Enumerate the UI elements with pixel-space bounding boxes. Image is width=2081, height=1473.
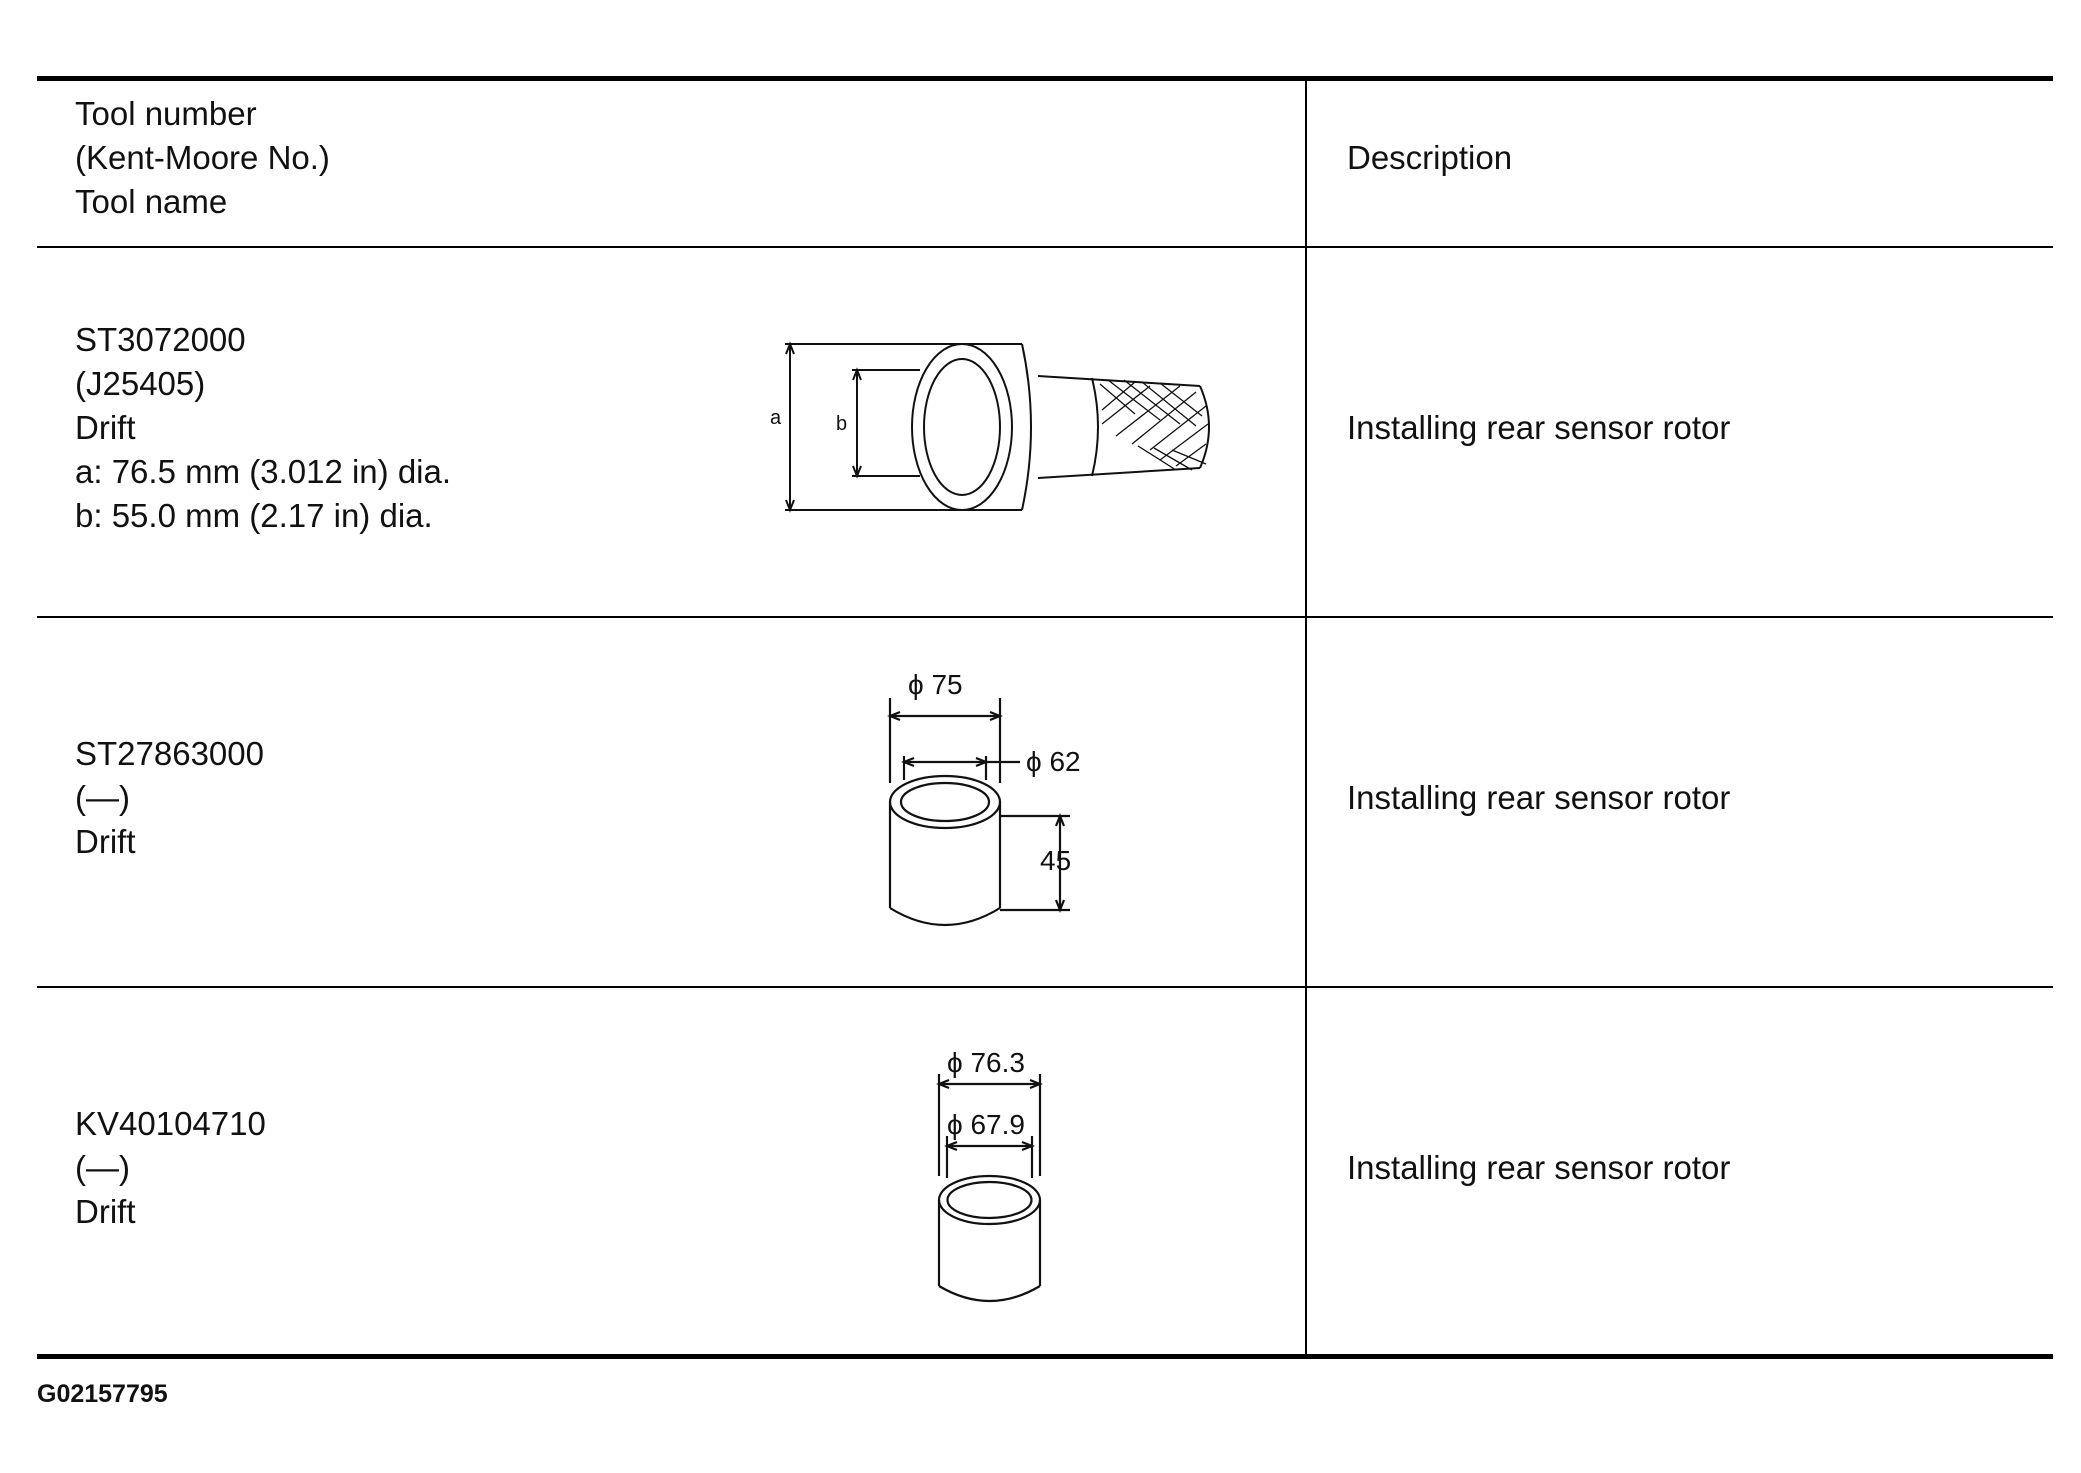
row-2-tool-name: Drift [75,823,136,860]
row-2-outer-diameter: ϕ 75 [908,669,963,700]
table-top-rule [37,76,2053,81]
figure-code: G02157795 [37,1380,168,1408]
header-description: Description [1347,139,1513,176]
row-2-tool-number: ST27863000 [75,735,264,772]
row-1-tool-name: Drift [75,409,136,446]
row-2-description: Installing rear sensor rotor [1347,779,1731,816]
row-3-tool-number: KV40104710 [75,1105,266,1142]
row-2-height: 45 [1040,845,1071,876]
header-tool-name: Tool name [75,183,228,220]
row-3-outer-diameter: ϕ 76.3 [947,1047,1025,1078]
header-tool-number: Tool number [75,95,257,132]
row-2-bottom-rule [37,986,2053,988]
row-3-drift-illustration: ϕ 76.3 ϕ 67.9 [936,1047,1043,1302]
column-divider [1305,78,1307,1356]
row-3-inner-diameter: ϕ 67.9 [947,1109,1025,1140]
row-1-kent-moore: (J25405) [75,365,206,402]
row-1-description: Installing rear sensor rotor [1347,409,1731,446]
row-1-bottom-rule [37,616,2053,618]
row-3-kent-moore: (—) [75,1149,130,1186]
row-2-inner-diameter: ϕ 62 [1026,746,1081,777]
row-3-tool-info: KV40104710 (—) Drift [75,1102,266,1234]
row-1-dimension-a: a: 76.5 mm (3.012 in) dia. [75,453,452,490]
header-bottom-rule [37,246,2053,248]
row-2-tool-info: ST27863000 (—) Drift [75,732,264,864]
row-3-tool-name: Drift [75,1193,136,1230]
row-1-dimension-b: b: 55.0 mm (2.17 in) dia. [75,497,433,534]
row-2-drift-illustration: ϕ 75 ϕ 62 45 [887,669,1081,927]
row-3-description: Installing rear sensor rotor [1347,1149,1731,1186]
row-1-label-a: a [770,407,782,429]
table-bottom-rule [37,1354,2053,1359]
row-1-label-b: b [836,413,847,435]
row-2-kent-moore: (—) [75,779,130,816]
row-1-tool-number: ST3072000 [75,321,246,358]
row-1-drift-illustration: a b [770,341,1210,513]
header-tool-column: Tool number (Kent-Moore No.) Tool name [75,92,330,224]
row-1-tool-info: ST3072000 (J25405) Drift a: 76.5 mm (3.0… [75,318,451,538]
header-kent-moore: (Kent-Moore No.) [75,139,330,176]
